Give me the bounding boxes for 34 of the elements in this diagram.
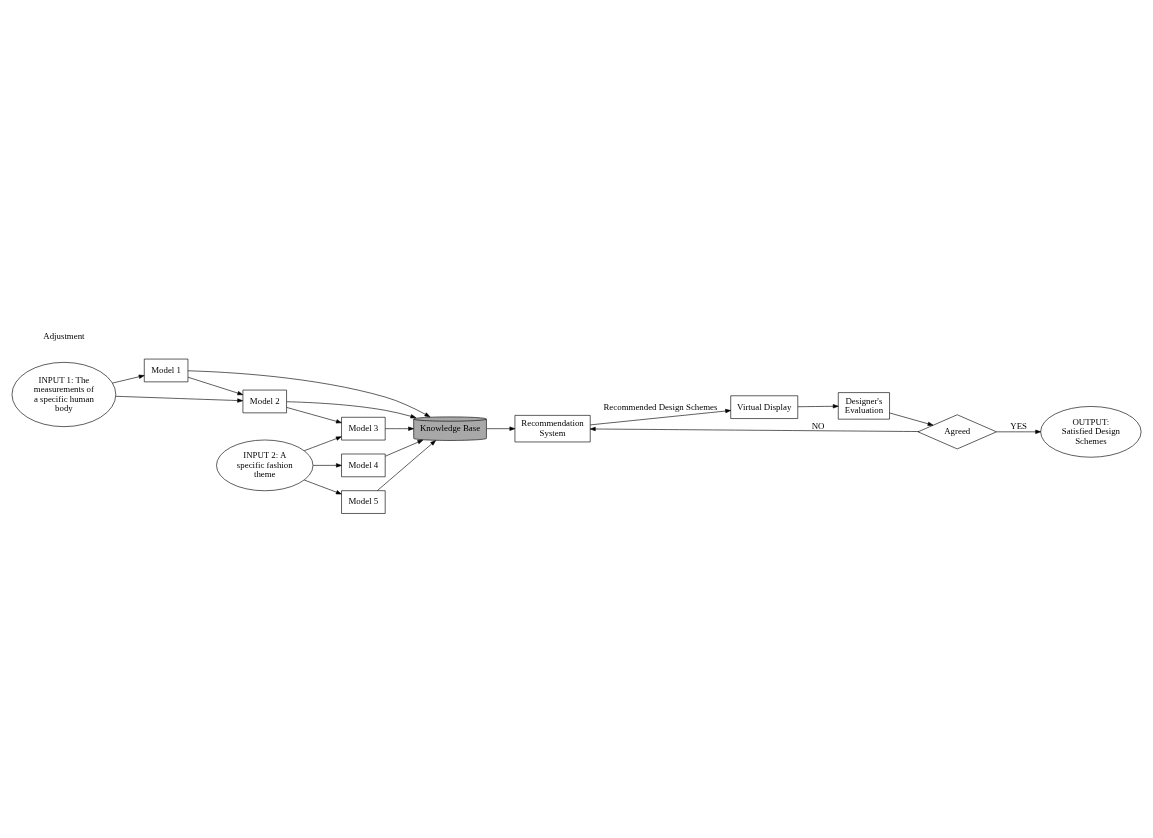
node-box: Designer's Evaluation bbox=[837, 391, 890, 419]
arrow bbox=[312, 462, 342, 467]
arrow bbox=[486, 426, 516, 431]
arrow bbox=[377, 439, 436, 491]
node-ellipse: INPUT 2: A specific fashion theme bbox=[216, 439, 314, 491]
arrow bbox=[385, 439, 424, 457]
arrow bbox=[286, 406, 342, 423]
node-diamond: Agreed bbox=[917, 413, 997, 449]
node-ellipse: INPUT 1: The measurements of a specific human body bbox=[11, 361, 117, 427]
arrow bbox=[304, 479, 342, 494]
node-box: Model 5 bbox=[341, 489, 386, 514]
arrow bbox=[385, 426, 414, 431]
node-box: Model 1 bbox=[143, 358, 189, 382]
arrow bbox=[996, 429, 1041, 434]
arrow bbox=[286, 400, 417, 418]
node-box: Recommendation System bbox=[514, 414, 591, 442]
edge-label: Recommended Design Schemes bbox=[603, 401, 718, 412]
node-box: Model 2 bbox=[242, 389, 287, 413]
node-box: Model 4 bbox=[341, 453, 386, 477]
arrow bbox=[187, 369, 431, 417]
node-ellipse: OUTPUT: Satisfied Design Schemes bbox=[1040, 405, 1142, 458]
arrow bbox=[797, 403, 839, 408]
arrow bbox=[589, 426, 919, 432]
arrow bbox=[889, 412, 934, 426]
arrow bbox=[187, 376, 244, 395]
arrow bbox=[590, 408, 731, 425]
node-box: Model 3 bbox=[341, 416, 386, 440]
arrow bbox=[112, 374, 145, 383]
arrow bbox=[115, 395, 243, 403]
node-box: Virtual Display bbox=[730, 394, 799, 419]
edge-label: NO bbox=[811, 420, 825, 431]
arrow bbox=[304, 435, 342, 451]
label: Adjustment bbox=[43, 330, 85, 341]
edge-label: YES bbox=[1010, 420, 1027, 431]
